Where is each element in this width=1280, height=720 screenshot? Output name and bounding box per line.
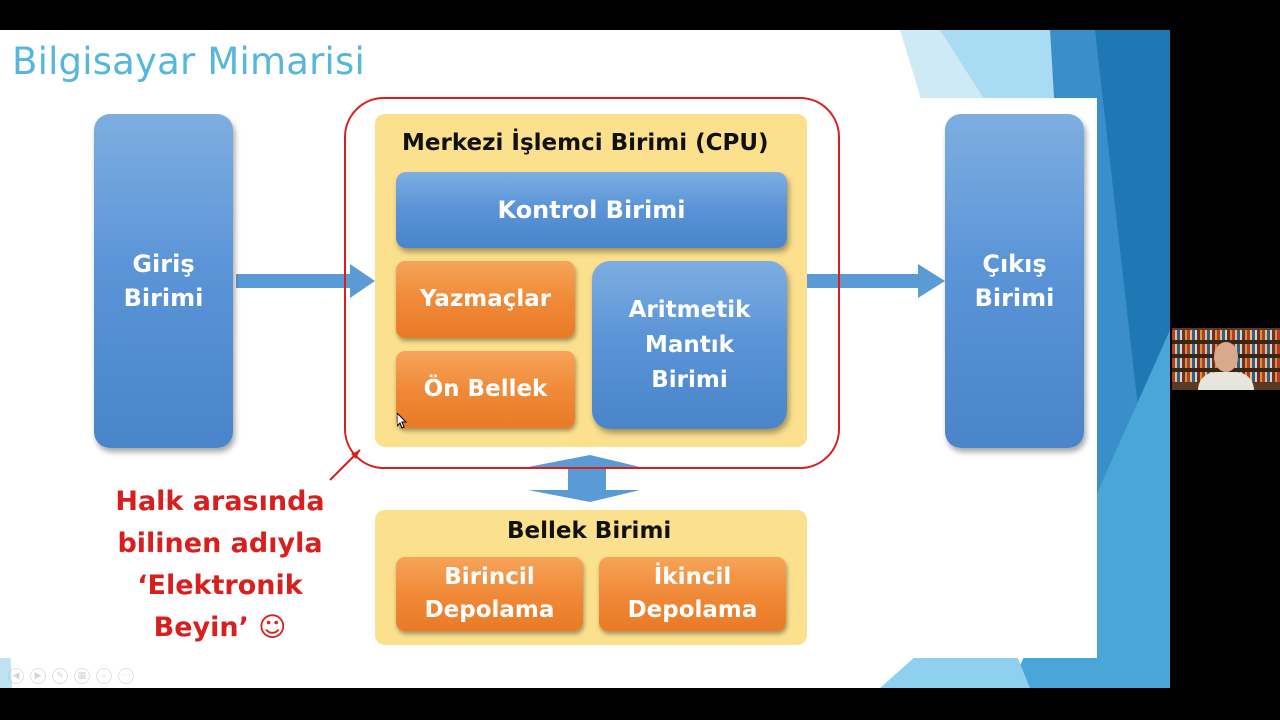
output-unit: Çıkış Birimi: [945, 114, 1084, 448]
more-icon[interactable]: ⋯: [118, 668, 134, 684]
output-unit-label-1: Çıkış: [982, 250, 1047, 278]
callout-line-4: Beyin’ ☺: [153, 612, 287, 643]
callout-note: Halk arasında bilinen adıyla ‘Elektronik…: [90, 481, 350, 649]
secondary-storage-label-2: Depolama: [627, 597, 758, 623]
prev-slide-icon[interactable]: ◀: [8, 668, 24, 684]
next-slide-icon[interactable]: ▶: [30, 668, 46, 684]
alu-label-1: Aritmetik: [628, 296, 751, 323]
primary-storage: Birincil Depolama: [396, 557, 583, 631]
arrow-cpu-memory: [528, 455, 640, 502]
presentation-controls[interactable]: ◀ ▶ ✎ ▦ ⌕ ⋯: [8, 668, 134, 684]
slide-title: Bilgisayar Mimarisi: [12, 40, 365, 83]
secondary-storage-label-1: İkincil: [653, 564, 732, 590]
callout-line-2: bilinen adıyla: [117, 528, 323, 559]
slide: Bilgisayar Mimarisi Giriş Birimi Çıkış B…: [0, 30, 1170, 688]
arrow-input-to-cpu: [236, 264, 375, 298]
secondary-storage: İkincil Depolama: [599, 557, 786, 631]
alu-label-2: Mantık: [645, 331, 734, 358]
memory-title: Bellek Birimi: [507, 518, 672, 544]
mouse-pointer-icon: [397, 413, 407, 429]
presenter-body: [1198, 372, 1254, 390]
input-unit-label-2: Birimi: [123, 284, 204, 312]
presenter-head: [1214, 342, 1238, 372]
slides-icon[interactable]: ▦: [74, 668, 90, 684]
input-unit-label-1: Giriş: [132, 250, 195, 278]
zoom-icon[interactable]: ⌕: [96, 668, 112, 684]
registers: Yazmaçlar: [396, 261, 575, 338]
control-unit: Kontrol Birimi: [396, 172, 787, 248]
cpu-highlight: [344, 97, 840, 469]
arrow-cpu-to-output: [806, 264, 945, 298]
alu-label-3: Birimi: [651, 366, 728, 393]
output-unit-label-2: Birimi: [974, 284, 1055, 312]
input-unit: Giriş Birimi: [94, 114, 233, 448]
pen-icon[interactable]: ✎: [52, 668, 68, 684]
cpu-title: Merkezi İşlemci Birimi (CPU): [402, 130, 769, 156]
primary-storage-label-1: Birincil: [444, 564, 535, 590]
alu: Aritmetik Mantık Birimi: [592, 261, 787, 429]
cache: Ön Bellek: [396, 351, 575, 428]
presenter-webcam: [1172, 328, 1280, 390]
primary-storage-label-2: Depolama: [424, 597, 555, 623]
callout-line-1: Halk arasında: [115, 486, 325, 517]
callout-line-3: ‘Elektronik: [137, 570, 303, 601]
